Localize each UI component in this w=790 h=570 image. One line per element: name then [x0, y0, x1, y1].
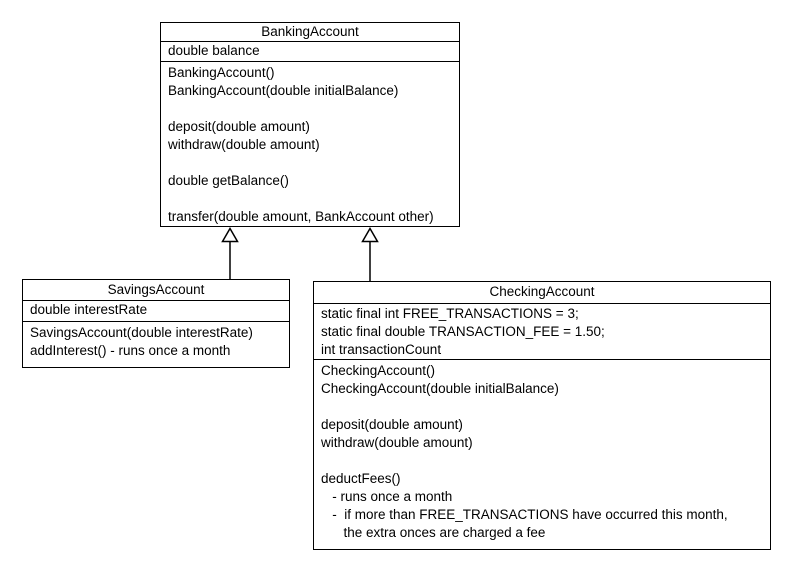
text-line: double getBalance() [168, 173, 289, 188]
text-line: BankingAccount(double initialBalance) [168, 83, 399, 98]
text-line: BankingAccount() [168, 65, 275, 80]
text-line: static final int FREE_TRANSACTIONS = 3; [321, 305, 579, 321]
text-line: withdraw(double amount) [321, 434, 473, 450]
text-line: deductFees() [321, 470, 401, 486]
class-fields-banking-account: double balance [161, 42, 459, 62]
class-title-checking-account: CheckingAccount [314, 282, 770, 304]
text-line: deposit(double amount) [168, 119, 310, 134]
class-title-banking-account: BankingAccount [161, 23, 459, 42]
text-line: - runs once a month [321, 488, 453, 504]
text-line [168, 190, 452, 208]
text-line: double interestRate [30, 301, 148, 317]
class-methods-banking-account: BankingAccount() BankingAccount(double in… [161, 62, 459, 226]
text-line: deposit(double amount) [321, 416, 463, 432]
text-line [168, 154, 452, 172]
inheritance-arrow-checking [361, 226, 379, 281]
text-line: withdraw(double amount) [168, 137, 320, 152]
class-fields-savings-account: double interestRate [23, 301, 289, 322]
text-line: int transactionCount [321, 341, 442, 357]
class-title-savings-account: SavingsAccount [23, 280, 289, 301]
text-line [321, 398, 763, 416]
text-line: SavingsAccount(double interestRate) [30, 324, 253, 340]
text-line: CheckingAccount(double initialBalance) [321, 380, 559, 396]
text-line: CheckingAccount() [321, 362, 436, 378]
class-box-savings-account: SavingsAccount double interestRate Savin… [22, 279, 290, 368]
class-box-checking-account: CheckingAccount static final int FREE_TR… [313, 281, 771, 550]
text-line: - if more than FREE_TRANSACTIONS have oc… [321, 506, 728, 522]
text-line: the extra onces are charged a fee [321, 524, 546, 540]
class-fields-checking-account: static final int FREE_TRANSACTIONS = 3; s… [314, 304, 770, 360]
text-line: static final double TRANSACTION_FEE = 1.… [321, 323, 605, 339]
text-line [321, 452, 763, 470]
class-methods-savings-account: SavingsAccount(double interestRate) addIn… [23, 322, 289, 368]
inheritance-arrow-savings [221, 226, 239, 279]
class-methods-checking-account: CheckingAccount() CheckingAccount(double … [314, 360, 770, 550]
text-line: transfer(double amount, BankAccount othe… [168, 209, 434, 224]
text-line: addInterest() - runs once a month [30, 342, 231, 358]
text-line: double balance [168, 43, 260, 58]
class-box-banking-account: BankingAccount double balance BankingAcc… [160, 22, 460, 227]
text-line [168, 100, 452, 118]
